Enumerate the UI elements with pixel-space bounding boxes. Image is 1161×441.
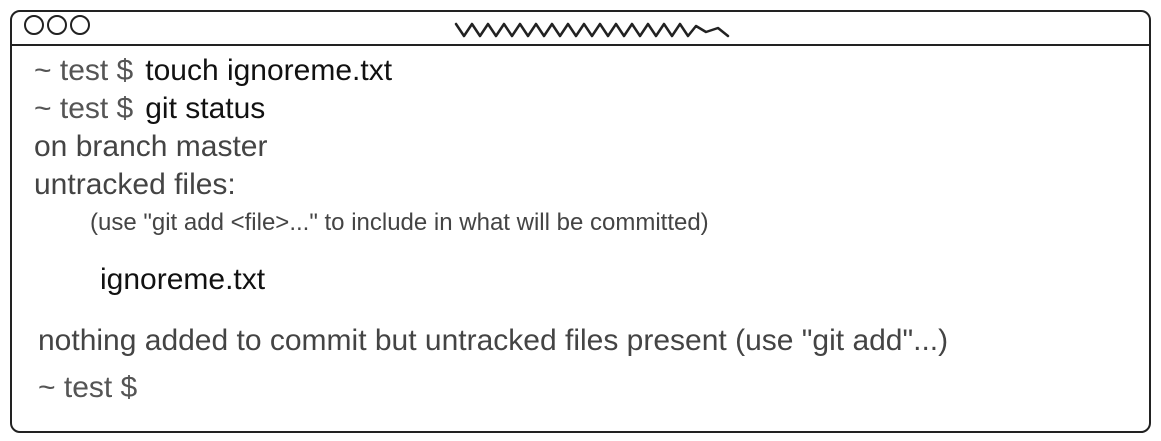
maximize-icon[interactable] [70,15,90,35]
command-line: ~ test $ touch ignoreme.txt [34,52,1149,90]
status-summary: nothing added to commit but untracked fi… [38,324,949,357]
shell-prompt[interactable]: ~ test $ [38,371,138,404]
terminal-body[interactable]: ~ test $ touch ignoreme.txt ~ test $ git s… [12,46,1149,410]
output-line: on branch master [34,130,268,163]
minimize-icon[interactable] [47,15,67,35]
shell-prompt: ~ test $ [34,92,134,125]
close-icon[interactable] [24,15,44,35]
command-text: touch ignoreme.txt [145,54,393,87]
hint-line: (use "git add <file>..." to include in w… [90,209,709,236]
scribble-title-icon [454,22,730,38]
command-line: ~ test $ git status [34,90,1149,128]
command-text: git status [145,92,266,125]
window-controls [24,15,90,35]
untracked-file: ignoreme.txt [100,263,266,296]
terminal-window: ~ test $ touch ignoreme.txt ~ test $ git s… [10,10,1151,433]
output-line: untracked files: [34,168,236,201]
shell-prompt: ~ test $ [34,54,134,87]
title-bar [12,12,1149,46]
